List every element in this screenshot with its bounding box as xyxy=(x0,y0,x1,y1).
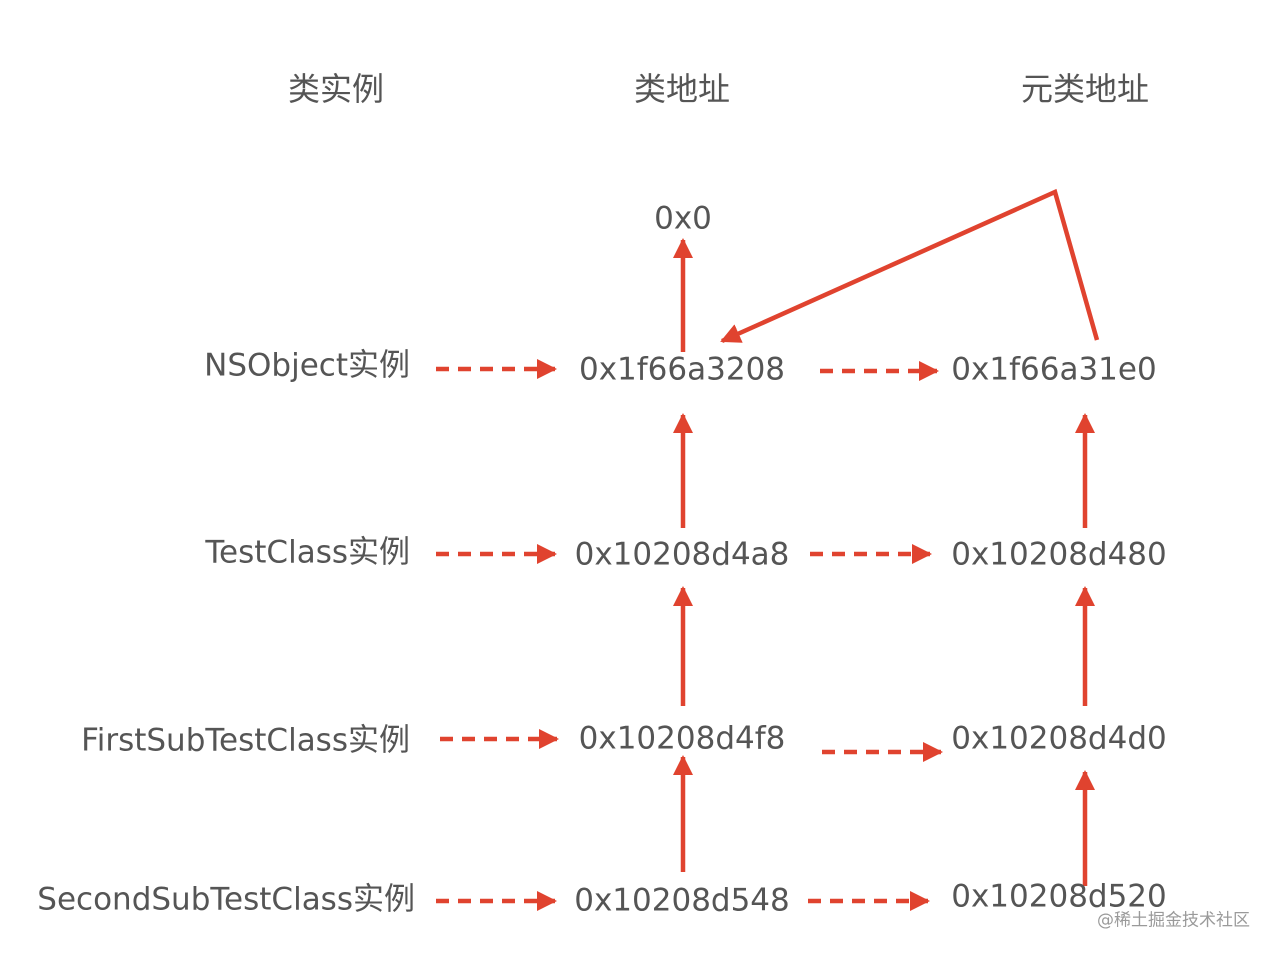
header-class-address: 类地址 xyxy=(633,70,731,108)
root-metaclass-superclass-arrow xyxy=(720,188,1100,344)
class-address: 0x10208d4f8 xyxy=(578,720,786,757)
root-nil-address: 0x0 xyxy=(654,200,712,237)
metaclass-address: 0x10208d520 xyxy=(951,878,1167,915)
class-address: 0x1f66a3208 xyxy=(578,351,786,388)
instance-label: SecondSubTestClass实例 xyxy=(37,881,415,918)
header-instance: 类实例 xyxy=(287,70,385,108)
instance-label: FirstSubTestClass实例 xyxy=(81,722,410,759)
instance-label: NSObject实例 xyxy=(204,347,410,384)
class-address: 0x10208d548 xyxy=(574,882,790,919)
class-address: 0x10208d4a8 xyxy=(574,536,790,573)
metaclass-address: 0x1f66a31e0 xyxy=(951,351,1157,388)
metaclass-address: 0x10208d480 xyxy=(951,536,1167,573)
watermark: @稀土掘金技术社区 xyxy=(1097,910,1250,931)
header-metaclass-address: 元类地址 xyxy=(1020,70,1150,108)
instance-label: TestClass实例 xyxy=(205,534,410,571)
metaclass-address: 0x10208d4d0 xyxy=(951,720,1167,757)
